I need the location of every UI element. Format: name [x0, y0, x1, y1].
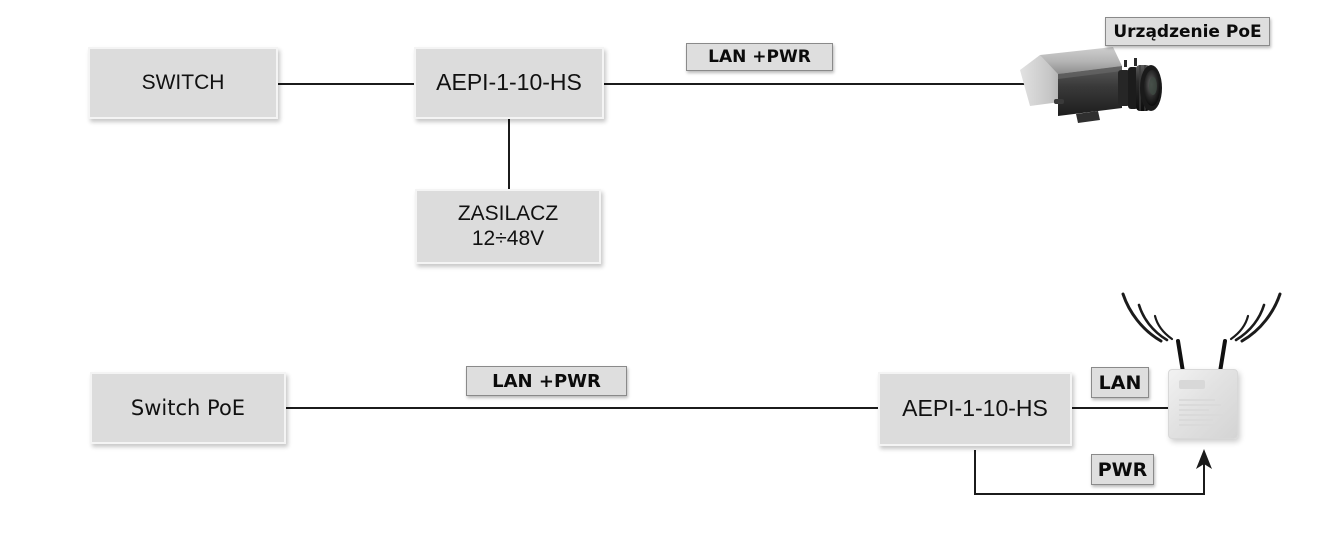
cctv-box-camera-icon	[1018, 44, 1168, 126]
device-power-supply-label-line1: ZASILACZ	[457, 201, 559, 225]
ap-vent-line	[1179, 409, 1209, 411]
device-power-supply-label-line2: 12÷48V	[471, 226, 545, 250]
link-switchpoe-to-splitter	[286, 407, 880, 409]
tag-pwr-label: PWR	[1097, 458, 1148, 481]
link-splitter-pwr-drop	[974, 450, 976, 495]
link-pwr-horizontal	[974, 493, 1204, 495]
device-splitter-aepi-bottom[interactable]: AEPI-1-10-HS	[878, 372, 1072, 446]
antenna-left-icon	[1176, 339, 1185, 374]
device-switch-top-label: SWITCH	[141, 70, 225, 94]
tag-lan-pwr-bottom-label: LAN +PWR	[492, 370, 601, 392]
link-injector-to-camera	[602, 83, 1042, 85]
link-splitter-to-ap-lan	[1070, 407, 1170, 409]
tag-lan-pwr-top-label: LAN +PWR	[708, 47, 811, 67]
tag-lan-pwr-bottom: LAN +PWR	[466, 366, 627, 396]
ap-vent-line	[1179, 404, 1221, 406]
ap-indicator-panel	[1179, 380, 1205, 389]
device-switch-poe[interactable]: Switch PoE	[90, 372, 286, 444]
device-injector-aepi-top-label: AEPI-1-10-HS	[436, 69, 582, 96]
tag-lan: LAN	[1091, 367, 1149, 398]
tag-poe-device-label: Urządzenie PoE	[1113, 21, 1262, 42]
device-switch-poe-label: Switch PoE	[130, 395, 246, 420]
antenna-right-icon	[1218, 339, 1227, 374]
ap-vent-line	[1179, 414, 1223, 416]
device-injector-aepi-top[interactable]: AEPI-1-10-HS	[414, 47, 604, 119]
device-power-supply[interactable]: ZASILACZ 12÷48V	[415, 189, 601, 264]
ap-vent-line	[1179, 424, 1219, 426]
link-pwr-riser	[1203, 455, 1205, 495]
tag-pwr: PWR	[1091, 454, 1154, 485]
link-switch-to-injector	[276, 83, 416, 85]
tag-lan-pwr-top: LAN +PWR	[686, 43, 833, 71]
tag-lan-label: LAN	[1098, 371, 1142, 394]
tag-poe-device: Urządzenie PoE	[1105, 17, 1270, 46]
device-switch-top[interactable]: SWITCH	[88, 47, 278, 119]
link-injector-to-psu	[508, 116, 510, 190]
ap-vent-line	[1179, 419, 1213, 421]
ap-vent-line	[1179, 399, 1215, 401]
wireless-access-point-icon	[1168, 369, 1238, 439]
device-splitter-aepi-bottom-label: AEPI-1-10-HS	[902, 395, 1048, 422]
